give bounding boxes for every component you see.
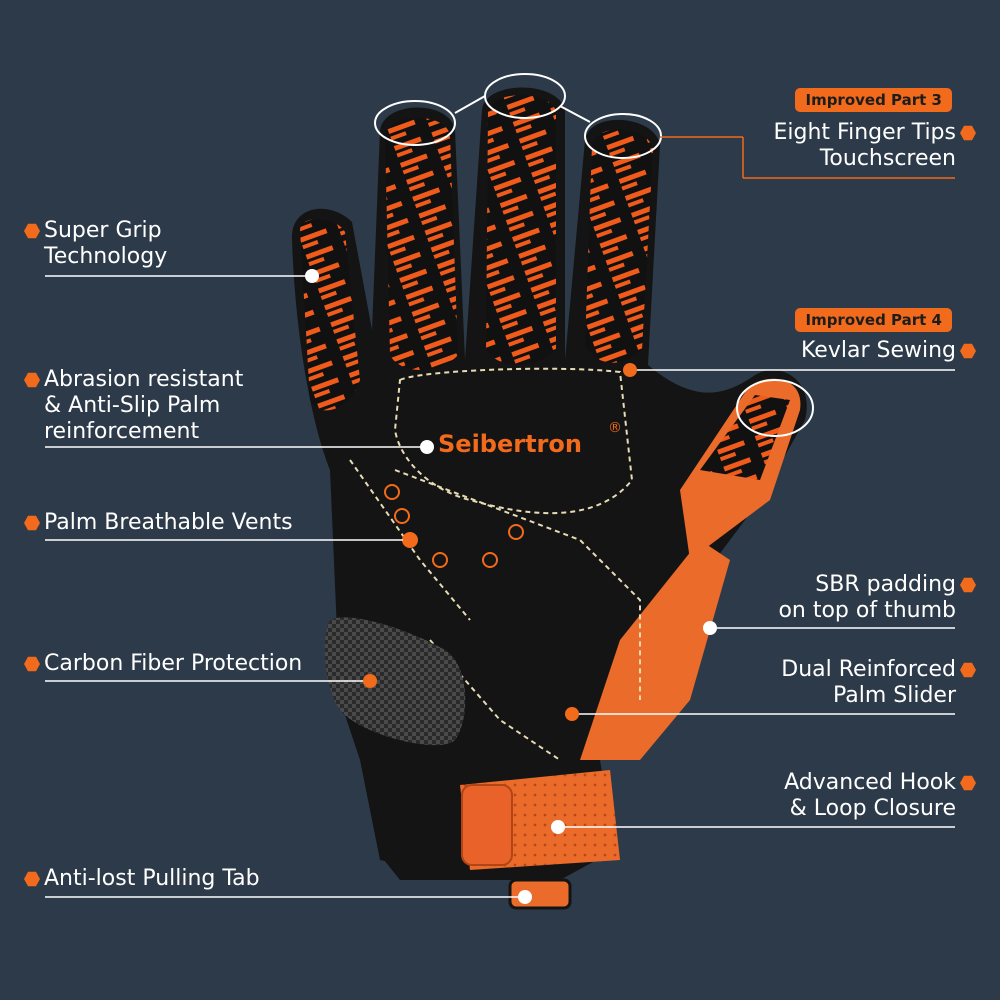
pointer-dot-icon: [551, 820, 565, 834]
feature-carbon-fiber: Carbon Fiber Protection: [20, 651, 302, 677]
feature-hook-loop: Advanced Hook & Loop Closure: [784, 770, 980, 822]
touchscreen-highlights: [374, 73, 814, 437]
feature-sbr-padding: SBR padding on top of thumb: [778, 572, 980, 624]
pointer-dot-icon: [403, 533, 417, 547]
pointer-dot-icon: [305, 269, 319, 283]
pointer-dot-icon: [420, 440, 434, 454]
pointer-dot-icon: [518, 890, 532, 904]
palm-slider: [580, 540, 730, 760]
feature-pulling-tab: Anti-lost Pulling Tab: [20, 866, 260, 892]
hexagon-bullet-icon: [960, 662, 976, 678]
hexagon-bullet-icon: [24, 871, 40, 887]
hexagon-bullet-icon: [960, 577, 976, 593]
pointer-dots: [305, 269, 717, 904]
pointer-dot-icon: [363, 674, 377, 688]
badge-improved-part-3: Improved Part 3: [795, 88, 952, 112]
pointer-dot-icon: [703, 621, 717, 635]
hexagon-bullet-icon: [24, 656, 40, 672]
hexagon-bullet-icon: [24, 223, 40, 239]
brand-registered-mark: ®: [608, 420, 622, 436]
hexagon-bullet-icon: [24, 372, 40, 388]
hexagon-bullet-icon: [960, 343, 976, 359]
carbon-fiber-guard: [324, 617, 466, 746]
feature-touchscreen: Eight Finger Tips Touchscreen: [774, 120, 981, 172]
feature-abrasion-resistant: Abrasion resistant & Anti-Slip Palm rein…: [20, 367, 243, 445]
hexagon-bullet-icon: [960, 125, 976, 141]
pointer-dot-icon: [565, 707, 579, 721]
callout-lines: [45, 275, 955, 898]
hexagon-bullet-icon: [24, 515, 40, 531]
feature-palm-slider: Dual Reinforced Palm Slider: [781, 657, 980, 709]
feature-super-grip: Super Grip Technology: [20, 218, 167, 270]
pointer-dot-icon: [623, 363, 637, 377]
badge-improved-part-4: Improved Part 4: [795, 308, 952, 332]
feature-palm-vents: Palm Breathable Vents: [20, 510, 293, 536]
brand-logo: Seibertron: [438, 430, 582, 458]
feature-kevlar-sewing: Kevlar Sewing: [801, 338, 980, 364]
hexagon-bullet-icon: [960, 775, 976, 791]
